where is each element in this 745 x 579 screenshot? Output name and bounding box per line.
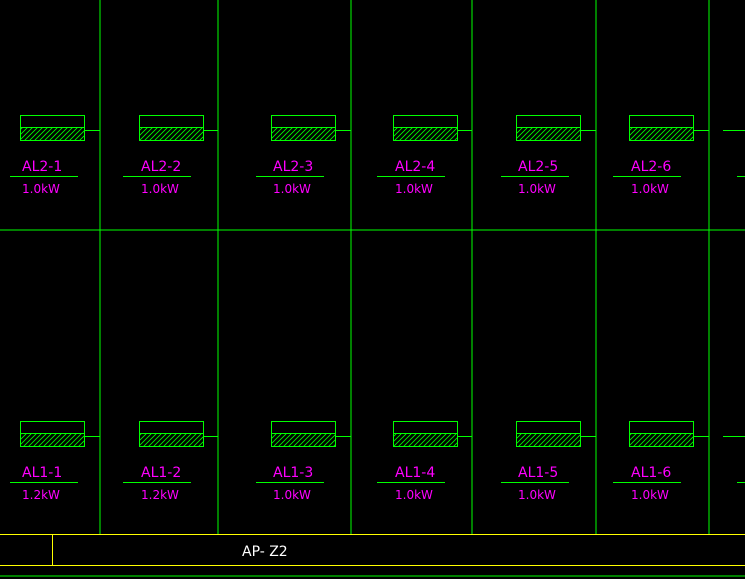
panel-id-label: AL1-6 [631, 465, 671, 481]
panel-power-label: 1.0kW [141, 182, 179, 196]
panel-power-label: 1.0kW [395, 488, 433, 502]
panel-symbol-hatch [393, 127, 458, 141]
panel-symbol-hatch [393, 433, 458, 447]
panel-id-label: AL1-3 [273, 465, 313, 481]
panel-symbol-hatch [139, 433, 204, 447]
distribution-panel[interactable]: AL2-1 1.0kW [10, 115, 100, 197]
panel-symbol-hatch [629, 127, 694, 141]
distribution-panel[interactable]: AL2-4 1.0kW [377, 115, 472, 197]
panel-id-label: AL1-2 [141, 465, 181, 481]
distribution-panel[interactable]: AL1-4 1.0kW [377, 421, 472, 503]
panel-id-label: AL1-1 [22, 465, 62, 481]
distribution-panel[interactable]: AL1-1 1.2kW [10, 421, 100, 503]
panel-symbol-hatch [629, 433, 694, 447]
panel-id-label: AL1-5 [518, 465, 558, 481]
panel-symbol-hatch [20, 433, 85, 447]
panel-symbol-hatch [516, 127, 581, 141]
distribution-panel[interactable]: AL2-6 1.0kW [613, 115, 709, 197]
distribution-panel[interactable]: AL2-5 1.0kW [501, 115, 596, 197]
panel-power-label: 1.0kW [518, 182, 556, 196]
distribution-panel[interactable]: AL1-3 1.0kW [256, 421, 351, 503]
panel-symbol-hatch [271, 433, 336, 447]
distribution-panel[interactable]: AL2-2 1.0kW [123, 115, 218, 197]
panel-id-label: AL2-5 [518, 159, 558, 175]
panel-symbol-hatch [271, 127, 336, 141]
panel-id-label: AL2-3 [273, 159, 313, 175]
panel-power-label: 1.2kW [141, 488, 179, 502]
distribution-panel[interactable]: AL1-6 1.0kW [613, 421, 709, 503]
distribution-panel[interactable]: AL1-5 1.0kW [501, 421, 596, 503]
panel-id-label: AL2-4 [395, 159, 435, 175]
title-block-label: AP- Z2 [242, 544, 288, 560]
panel-power-label: 1.0kW [518, 488, 556, 502]
panel-symbol-hatch [516, 433, 581, 447]
grid-lines [0, 0, 745, 534]
panel-id-label: AL2-1 [22, 159, 62, 175]
panel-id-label: AL2-6 [631, 159, 671, 175]
panel-power-label: 1.0kW [273, 488, 311, 502]
panel-power-label: 1.0kW [273, 182, 311, 196]
panel-groups: AL2-1 1.0kW AL2-2 1.0kW AL2-3 1.0kW AL2-4 1.0kW… [10, 115, 745, 503]
distribution-panel[interactable]: AL1-2 1.2kW [123, 421, 218, 503]
panel-power-label: 1.0kW [22, 182, 60, 196]
panel-power-label: 1.0kW [395, 182, 433, 196]
panel-id-label: AL1-4 [395, 465, 435, 481]
panel-id-label: AL2-2 [141, 159, 181, 175]
panel-power-label: 1.0kW [631, 182, 669, 196]
panel-symbol-hatch [20, 127, 85, 141]
panel-power-label: 1.2kW [22, 488, 60, 502]
panel-power-label: 1.0kW [631, 488, 669, 502]
panel-symbol-hatch [139, 127, 204, 141]
title-block: AP- Z2 [0, 534, 745, 577]
distribution-panel[interactable]: AL2-3 1.0kW [256, 115, 351, 197]
